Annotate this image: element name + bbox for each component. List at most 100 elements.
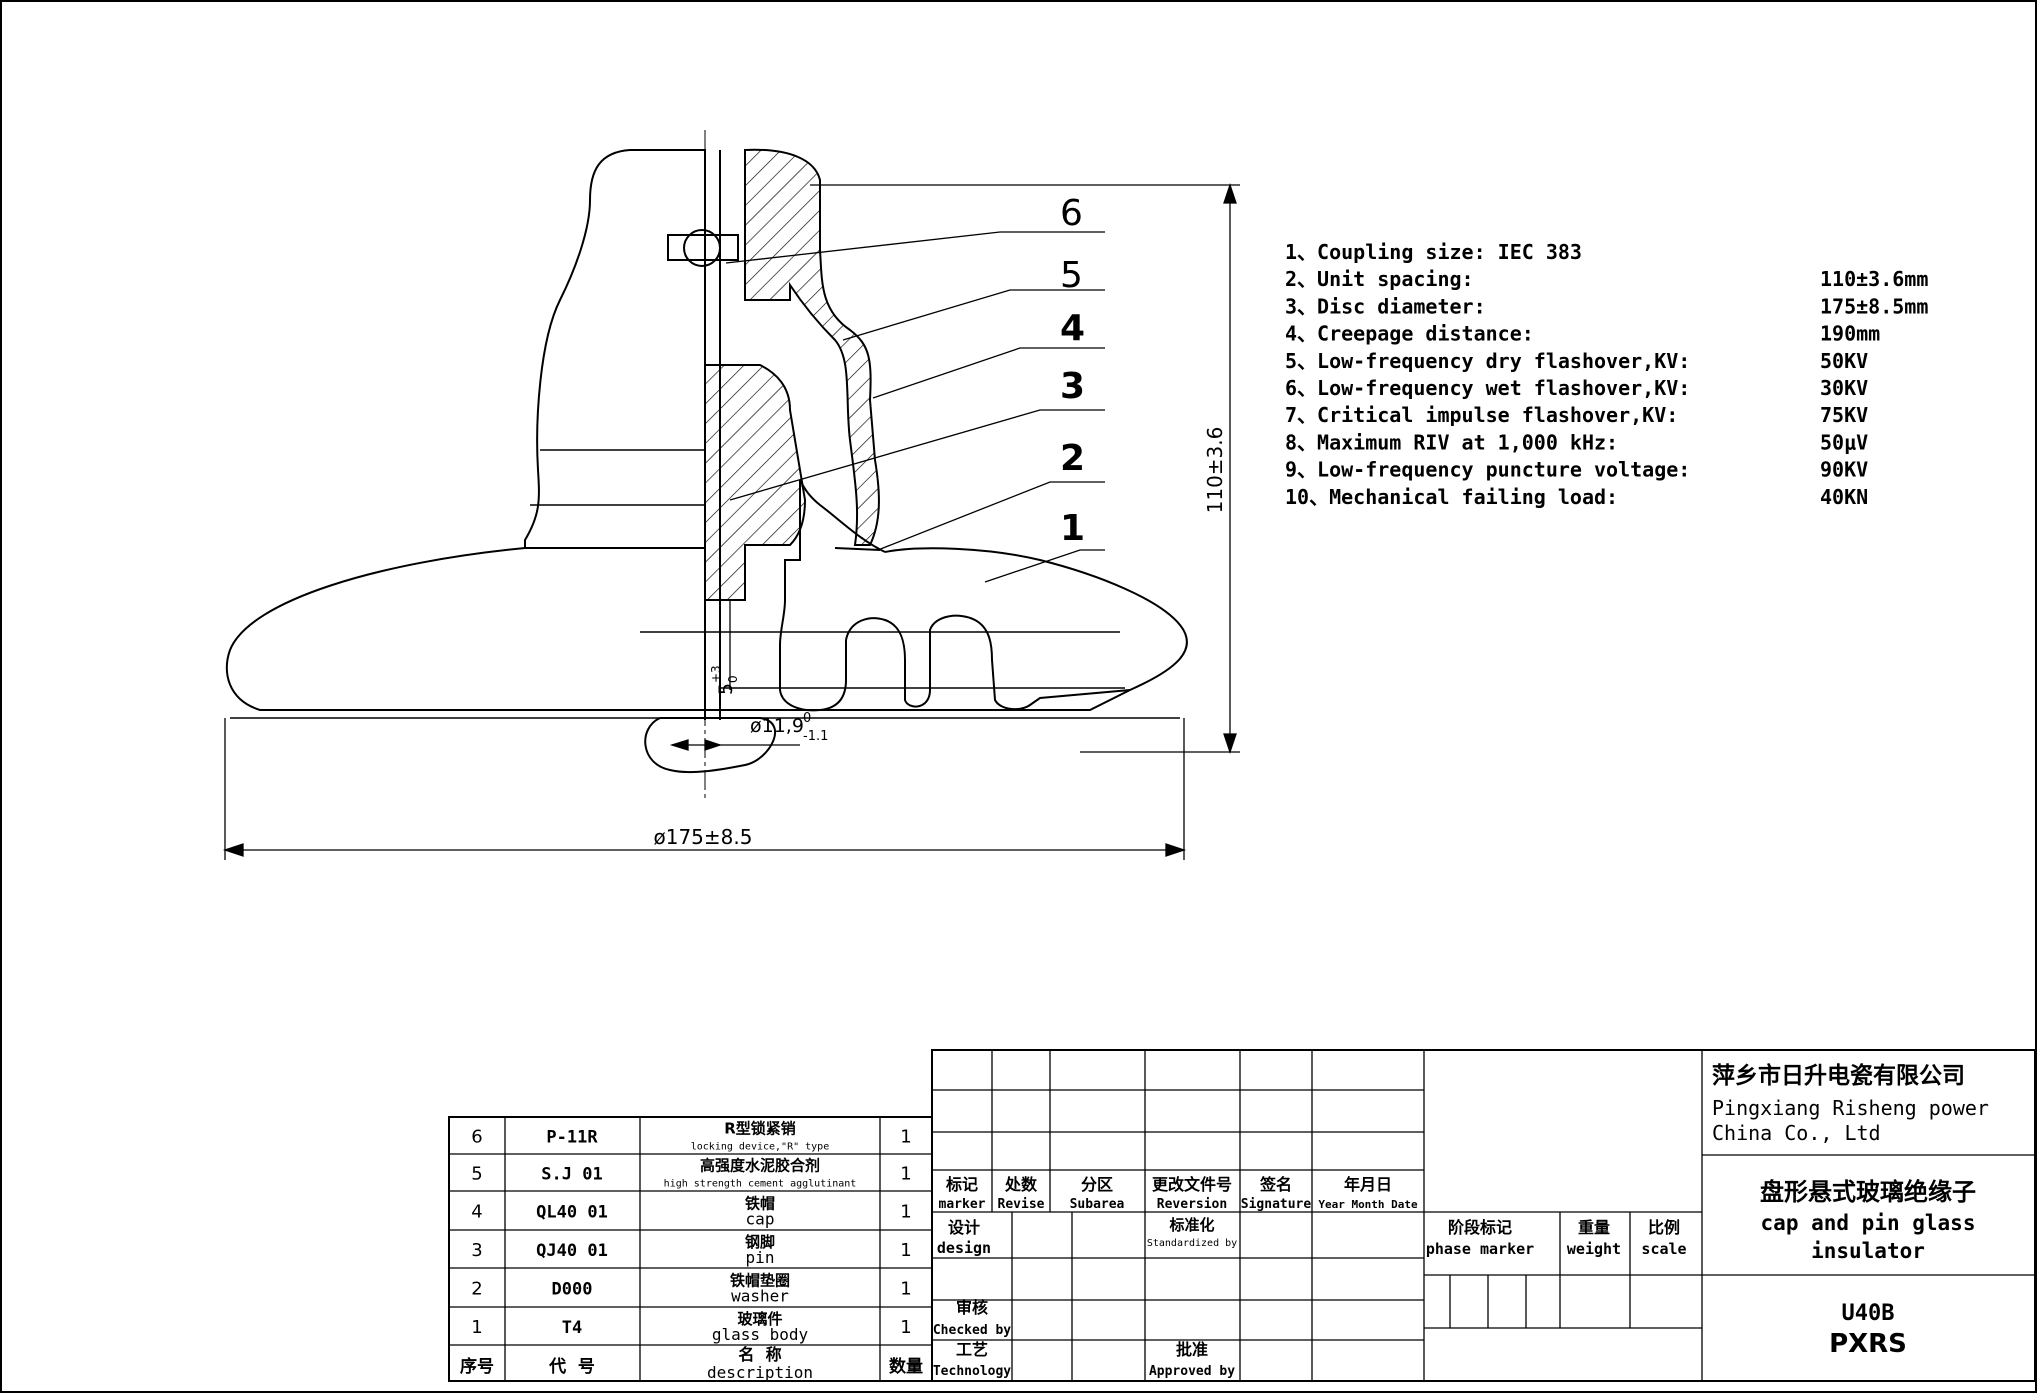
bom-row-code: D000	[552, 1280, 593, 1300]
product-name-en-line2: insulator	[1811, 1239, 1925, 1263]
revision-header-en: Revise	[998, 1197, 1045, 1212]
revision-headers: 标记marker处数Revise分区Subarea更改文件号Reversion签…	[939, 1175, 1419, 1212]
bom-row-code: P-11R	[546, 1128, 598, 1148]
scale-en: scale	[1641, 1240, 1686, 1258]
spec-value: 40KN	[1820, 485, 1868, 509]
bom-row-qty: 1	[900, 1164, 911, 1185]
spec-label: 6、Low-frequency wet flashover,KV:	[1285, 376, 1690, 400]
spec-value: 90KV	[1820, 458, 1868, 482]
model-code: U40B	[1842, 1301, 1895, 1326]
bom-header-qty: 数量	[889, 1356, 923, 1377]
gap-base: 5	[715, 683, 737, 695]
bom-table	[448, 1116, 933, 1382]
specifications-list: 1、Coupling size: IEC 383 2、Unit spacing: 1…	[1285, 240, 1928, 509]
bom-row-name-cn: 铁帽垫圈	[730, 1272, 790, 1290]
checked-en: Checked by	[933, 1323, 1011, 1338]
pin-diameter-sub: -1.1	[803, 729, 828, 744]
spec-value: 175±8.5mm	[1820, 294, 1928, 318]
bom-row-name-cn: R型锁紧销	[724, 1120, 796, 1138]
scale-cn: 比例	[1648, 1218, 1680, 1237]
design-en: design	[937, 1239, 991, 1257]
callout-3: 3	[1060, 366, 1085, 407]
standardized-en: Standardized by	[1147, 1238, 1237, 1249]
bom-row-code: QL40 01	[536, 1203, 608, 1223]
bom-row-no: 5	[471, 1164, 482, 1185]
revision-header-en: Year Month Date	[1318, 1198, 1418, 1211]
callout-4: 4	[1060, 308, 1085, 349]
revision-header-cn: 年月日	[1344, 1175, 1392, 1194]
checked-cn: 审核	[956, 1298, 988, 1317]
bom-row-no: 3	[471, 1240, 482, 1261]
spec-label: 1、Coupling size: IEC 383	[1285, 240, 1582, 264]
bom-row-name-en: pin	[746, 1248, 775, 1267]
approved-en: Approved by	[1149, 1364, 1235, 1379]
approved-cn: 批准	[1176, 1340, 1208, 1359]
gap-sub: 0	[726, 675, 740, 683]
product-name-en-line1: cap and pin glass	[1761, 1211, 1976, 1235]
gap-sup: +3	[709, 665, 723, 683]
callout-2: 2	[1060, 438, 1085, 479]
bom-row-no: 2	[471, 1279, 482, 1300]
spec-label: 7、Critical impulse flashover,KV:	[1285, 403, 1678, 427]
bom-row-no: 4	[471, 1202, 482, 1223]
cap-right-hatched	[744, 148, 880, 546]
height-dimension: 110±3.6	[1203, 427, 1227, 514]
insulator-section-view	[225, 130, 1188, 800]
company-name-en-line2: China Co., Ltd	[1712, 1121, 1881, 1145]
spec-value: 190mm	[1820, 322, 1880, 346]
spec-label: 10、Mechanical failing load:	[1285, 485, 1618, 509]
technology-cn: 工艺	[956, 1340, 988, 1359]
spec-label: 2、Unit spacing:	[1285, 267, 1474, 291]
product-name-cn: 盘形悬式玻璃绝缘子	[1760, 1178, 1976, 1206]
bom-header-name-cn: 名 称	[738, 1345, 781, 1364]
bom-row-no: 1	[471, 1317, 482, 1338]
spec-value: 30KV	[1820, 376, 1868, 400]
bom-header-code: 代 号	[548, 1356, 595, 1377]
diameter-dimension: ø175±8.5	[654, 825, 753, 849]
spec-label: 4、Creepage distance:	[1285, 322, 1534, 346]
technology-en: Technology	[933, 1364, 1011, 1379]
bom-header-name-en: description	[707, 1363, 813, 1382]
title-block-grid	[931, 1049, 2036, 1382]
callout-5: 5	[1060, 255, 1083, 296]
bom-row-code: QJ40 01	[536, 1241, 608, 1261]
pin-diameter-base: ø11,9	[750, 715, 804, 737]
revision-header-en: Reversion	[1157, 1197, 1227, 1212]
bom-header-no: 序号	[460, 1356, 494, 1377]
spec-value: 50KV	[1820, 349, 1868, 373]
spec-value: 75KV	[1820, 403, 1868, 427]
spec-label: 5、Low-frequency dry flashover,KV:	[1285, 349, 1690, 373]
revision-header-en: marker	[939, 1197, 986, 1212]
bom-row-name-en: locking device,"R" type	[691, 1142, 829, 1153]
revision-header-cn: 签名	[1259, 1175, 1292, 1194]
pin-diameter-dimension: ø11,9 0 -1.1	[750, 711, 828, 744]
locking-device	[667, 234, 739, 261]
brand-code: PXRS	[1829, 1329, 1907, 1359]
bom-row-qty: 1	[900, 1317, 911, 1338]
callout-labels: 6 5 4 3 2 1	[1060, 193, 1085, 549]
title-block-text: 标记marker处数Revise分区Subarea更改文件号Reversion签…	[933, 1062, 1989, 1379]
bom-row-name-en: high strength cement agglutinant	[664, 1179, 857, 1190]
revision-header-cn: 更改文件号	[1152, 1175, 1232, 1194]
company-name-en-line1: Pingxiang Risheng power	[1712, 1096, 1989, 1120]
bom-row-name-cn: 玻璃件	[737, 1310, 782, 1328]
weight-en: weight	[1567, 1240, 1621, 1258]
bom-row-name-en: cap	[746, 1210, 775, 1229]
bom-row-name-cn: 钢脚	[745, 1233, 775, 1251]
callout-leaders	[725, 231, 1105, 583]
company-name-cn: 萍乡市日升电瓷有限公司	[1712, 1062, 1965, 1089]
standardized-cn: 标准化	[1168, 1216, 1214, 1234]
phase-marker-en: phase marker	[1426, 1240, 1534, 1258]
spec-value: 50μV	[1820, 430, 1868, 454]
revision-header-cn: 标记	[945, 1175, 978, 1194]
pin-diameter-sup: 0	[803, 711, 811, 726]
bom-row-name-en: washer	[731, 1287, 789, 1306]
design-cn: 设计	[948, 1218, 980, 1237]
revision-header-en: Signature	[1241, 1197, 1312, 1212]
bom-row-qty: 1	[900, 1279, 911, 1300]
spec-label: 9、Low-frequency puncture voltage:	[1285, 458, 1690, 482]
locking-device-circle	[683, 229, 721, 267]
revision-header-cn: 分区	[1081, 1175, 1113, 1194]
